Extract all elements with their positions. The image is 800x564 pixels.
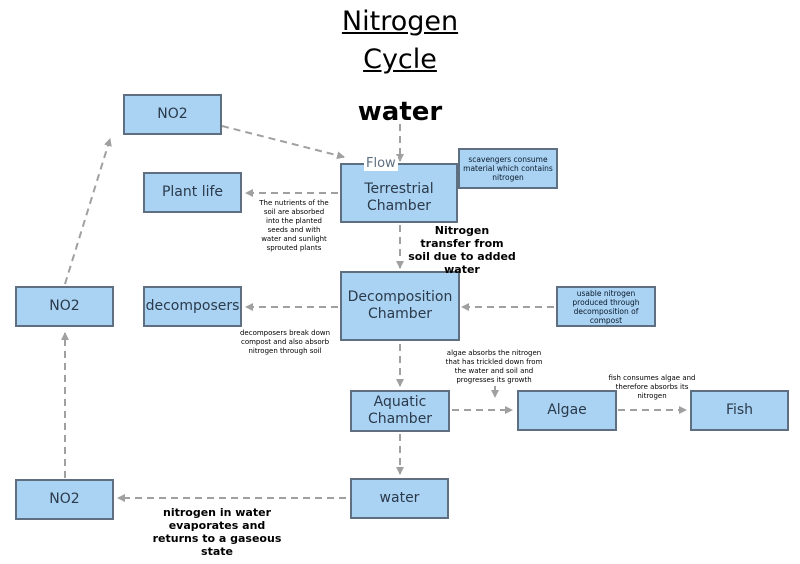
note-nitrogen-transfer: Nitrogen transfer from soil due to added… [408,224,516,276]
node-compost: usable nitrogen produced through decompo… [556,286,656,327]
node-no2-bottom: NO2 [15,479,114,520]
node-decomposition-chamber: Decomposition Chamber [340,271,460,341]
flow-label: Flow [364,156,398,171]
note-soil-nutrients: The nutrients of the soil are absorbed i… [259,199,329,252]
node-terrestrial-chamber: Terrestrial Chamber [340,163,458,223]
node-aquatic-chamber: Aquatic Chamber [350,390,450,432]
node-algae: Algae [517,390,617,431]
node-fish: Fish [690,390,789,431]
note-fish: fish consumes algae and therefore absorb… [608,374,696,400]
title-line-1: Nitrogen [341,6,459,37]
arrow-no2-to-terrestrial [221,125,345,160]
node-plant-life: Plant life [143,172,242,213]
node-decomposers: decomposers [143,286,242,327]
node-water-bottom: water [350,478,449,519]
note-algae: algae absorbs the nitrogen that has tric… [445,349,543,384]
arrow-no2-mid-to-top [64,138,112,285]
title-line-2: Cycle [363,44,437,75]
note-evaporation: nitrogen in water evaporates and returns… [152,506,282,558]
water-label-top: water [357,97,443,127]
note-decomposers: decomposers break down compost and also … [239,329,331,355]
node-scavengers: scavengers consume material which contai… [458,148,558,189]
node-no2-mid: NO2 [15,286,114,327]
node-no2-top: NO2 [123,94,222,135]
